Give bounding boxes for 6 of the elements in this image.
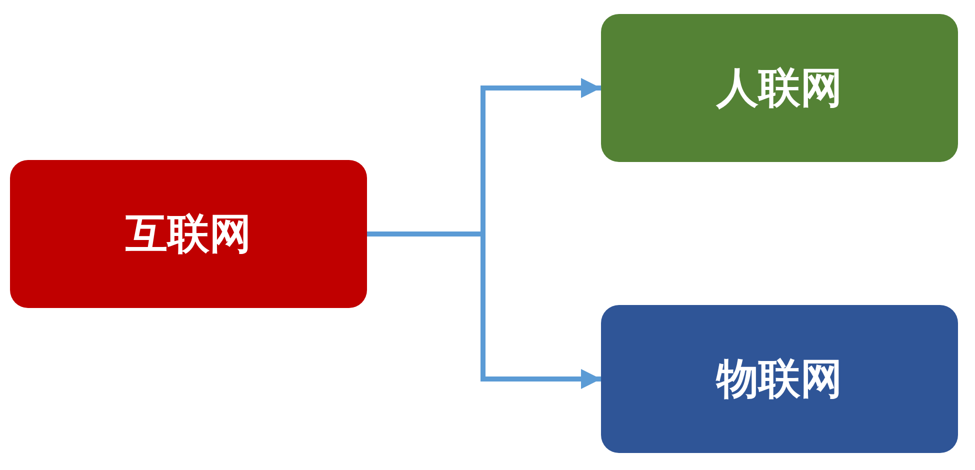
box-label: 人联网 — [716, 62, 842, 114]
process-box — [601, 305, 958, 453]
box-label: 物联网 — [716, 353, 842, 405]
process-box — [601, 14, 958, 162]
box-label: 互联网 — [126, 208, 252, 260]
process-box — [10, 160, 367, 308]
